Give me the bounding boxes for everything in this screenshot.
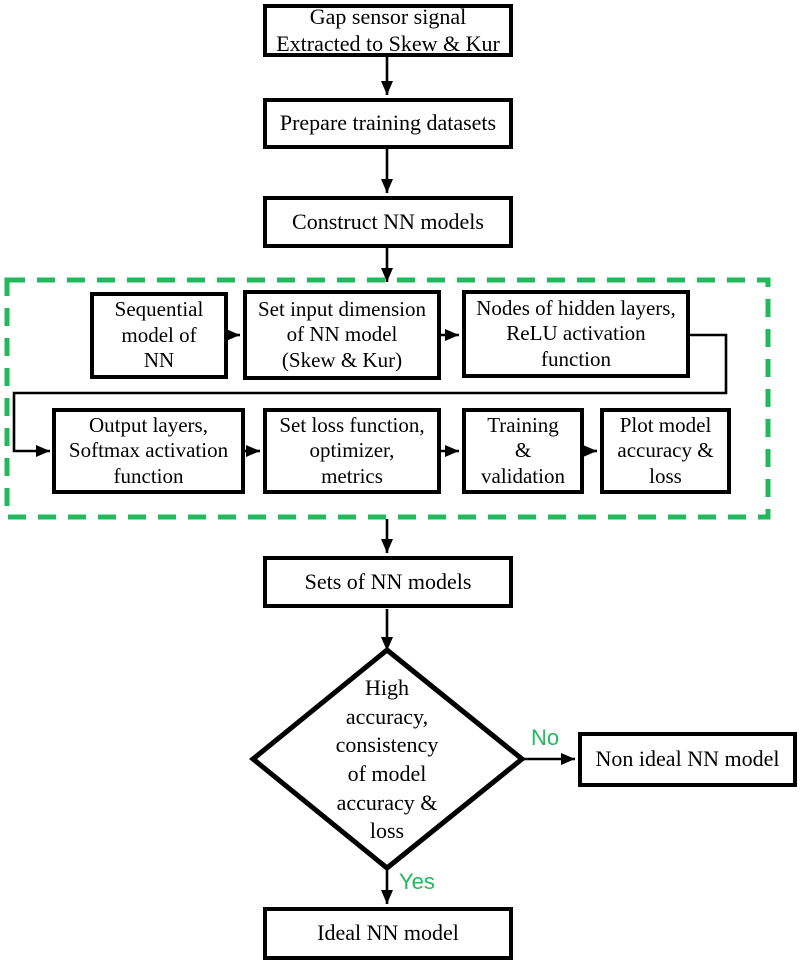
dashed-model-group-border	[4, 277, 771, 520]
node-sequential-model: Sequential model of NN	[90, 292, 228, 379]
node-sets-of-nn-models: Sets of NN models	[263, 556, 513, 608]
connector-nodes-to-output	[12, 333, 728, 457]
node-set-input-dimension: Set input dimension of NN model (Skew & …	[243, 290, 441, 380]
node-prepare-training-datasets: Prepare training datasets	[263, 98, 513, 149]
node-non-ideal-nn-model: Non ideal NN model	[578, 732, 797, 787]
label-yes: Yes	[399, 869, 435, 894]
node-ideal-nn-model: Ideal NN model	[263, 907, 513, 960]
node-construct-nn-models: Construct NN models	[263, 196, 513, 248]
node-training-validation: Training & validation	[462, 408, 584, 494]
node-output-layers-softmax: Output layers, Softmax activation functi…	[52, 408, 245, 494]
node-plot-model-accuracy: Plot model accuracy & loss	[600, 408, 731, 494]
label-no: No	[531, 725, 560, 750]
decision-diamond	[249, 646, 526, 872]
node-set-loss-function: Set loss function, optimizer, metrics	[263, 408, 441, 494]
decision-label: High accuracy, consistency of model accu…	[335, 675, 439, 844]
node-gap-sensor-signal: Gap sensor signal Extracted to Skew & Ku…	[263, 4, 513, 57]
node-hidden-layers-relu: Nodes of hidden layers, ReLU activation …	[462, 290, 690, 378]
